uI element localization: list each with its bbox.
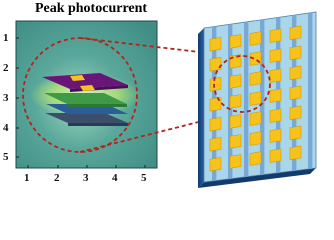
panel-stripe <box>308 12 313 170</box>
electrode-pad <box>249 71 262 86</box>
y-tick-4: 4 <box>3 122 9 134</box>
diagram-graphics <box>15 11 317 188</box>
electrode-pad <box>249 131 262 146</box>
x-tick-3: 3 <box>83 172 89 184</box>
electrode-pad <box>209 77 222 92</box>
electrode-pad <box>289 25 302 41</box>
electrode-pad <box>269 48 282 63</box>
electrode-pad <box>209 57 222 72</box>
y-tick-5: 5 <box>3 151 9 163</box>
electrode-pad <box>229 154 242 169</box>
y-tick-2: 2 <box>3 62 9 74</box>
device-array-panel <box>198 11 317 188</box>
panel-stripe <box>244 21 249 178</box>
electrode-pad <box>289 145 302 161</box>
electrode-array <box>209 25 302 172</box>
electrode-pad <box>209 117 222 132</box>
electrode-pad <box>229 134 242 149</box>
electrode-pad <box>289 105 302 121</box>
y-tick-3: 3 <box>3 92 9 104</box>
electrode-pad <box>289 85 302 101</box>
figure-canvas: Peak photocurrent 1 2 3 4 5 1 2 3 4 5 <box>3 1 317 188</box>
electrode-pad <box>249 91 262 106</box>
map-title: Peak photocurrent <box>34 1 148 16</box>
x-tick-4: 4 <box>112 172 118 184</box>
electrode-pad <box>249 111 262 126</box>
electrode-pad <box>229 94 242 109</box>
electrode-pad <box>289 65 302 81</box>
device-layer-stack <box>30 73 140 126</box>
array-callout-circle <box>213 55 271 113</box>
electrode-pad <box>269 88 282 103</box>
electrode-pad <box>209 157 222 172</box>
electrode-pad <box>269 128 282 143</box>
x-tick-1: 1 <box>24 172 30 184</box>
electrode-pad <box>289 45 302 61</box>
electrode-pad <box>229 74 242 89</box>
y-tick-1: 1 <box>3 32 9 44</box>
electrode-pad <box>70 75 85 81</box>
x-tick-5: 5 <box>141 172 147 184</box>
electrode-pad <box>229 34 242 49</box>
electrode-pad <box>249 31 262 46</box>
electrode-pad <box>209 37 222 52</box>
electrode-pad <box>269 28 282 43</box>
electrode-pad <box>269 148 282 163</box>
electrode-pad <box>80 85 95 91</box>
electrode-pad <box>229 114 242 129</box>
electrode-pad <box>289 125 302 141</box>
electrode-pad <box>209 137 222 152</box>
electrode-pad <box>269 68 282 83</box>
electrode-pad <box>249 151 262 166</box>
x-tick-2: 2 <box>54 172 60 184</box>
electrode-pad <box>269 108 282 123</box>
